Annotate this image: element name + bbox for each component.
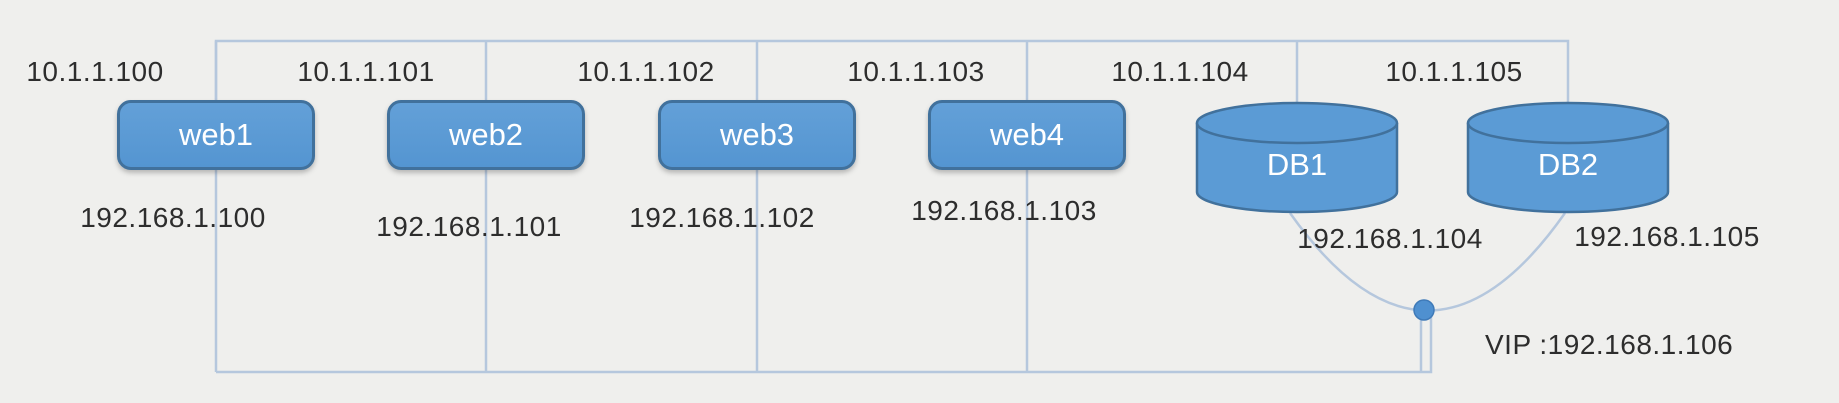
node-web1: web1 (117, 100, 315, 170)
db2-cylinder-top (1466, 101, 1670, 145)
db1-cylinder (1195, 101, 1399, 214)
vip-dot (1413, 299, 1435, 321)
node-web3-label: web3 (719, 117, 795, 152)
wan-ip-label-web3: 10.1.1.102 (577, 56, 715, 87)
node-db1-label: DB1 (1266, 147, 1328, 182)
node-web2: web2 (387, 100, 585, 170)
vip-label: VIP :192.168.1.106 (1485, 329, 1734, 360)
bottom-bus-line (216, 310, 1433, 374)
db2-cylinder-body (1466, 123, 1670, 214)
wan-ip-label-web2: 10.1.1.101 (297, 56, 435, 87)
node-web1-label: web1 (178, 117, 254, 152)
node-web4: web4 (928, 100, 1126, 170)
node-web4-label: web4 (989, 117, 1065, 152)
node-db2-label: DB2 (1537, 147, 1599, 182)
db1-cylinder-body (1195, 123, 1399, 214)
lan-ip-label-web1: 192.168.1.100 (80, 202, 266, 233)
lan-ip-label-web3: 192.168.1.102 (629, 202, 815, 233)
lan-ip-label-db2: 192.168.1.105 (1574, 221, 1760, 252)
wan-ip-label-web1: 10.1.1.100 (26, 56, 164, 87)
lan-ip-label-web2: 192.168.1.101 (376, 211, 562, 242)
wan-ip-label-db1: 10.1.1.104 (1111, 56, 1249, 87)
wan-ip-label-db2: 10.1.1.105 (1385, 56, 1523, 87)
node-web2-label: web2 (448, 117, 524, 152)
db1-cylinder-top (1195, 101, 1399, 145)
db2-cylinder (1466, 101, 1670, 214)
lan-ip-label-web4: 192.168.1.103 (911, 195, 1097, 226)
node-web3: web3 (658, 100, 856, 170)
wan-ip-label-web4: 10.1.1.103 (847, 56, 985, 87)
lan-ip-label-db1: 192.168.1.104 (1297, 223, 1483, 254)
